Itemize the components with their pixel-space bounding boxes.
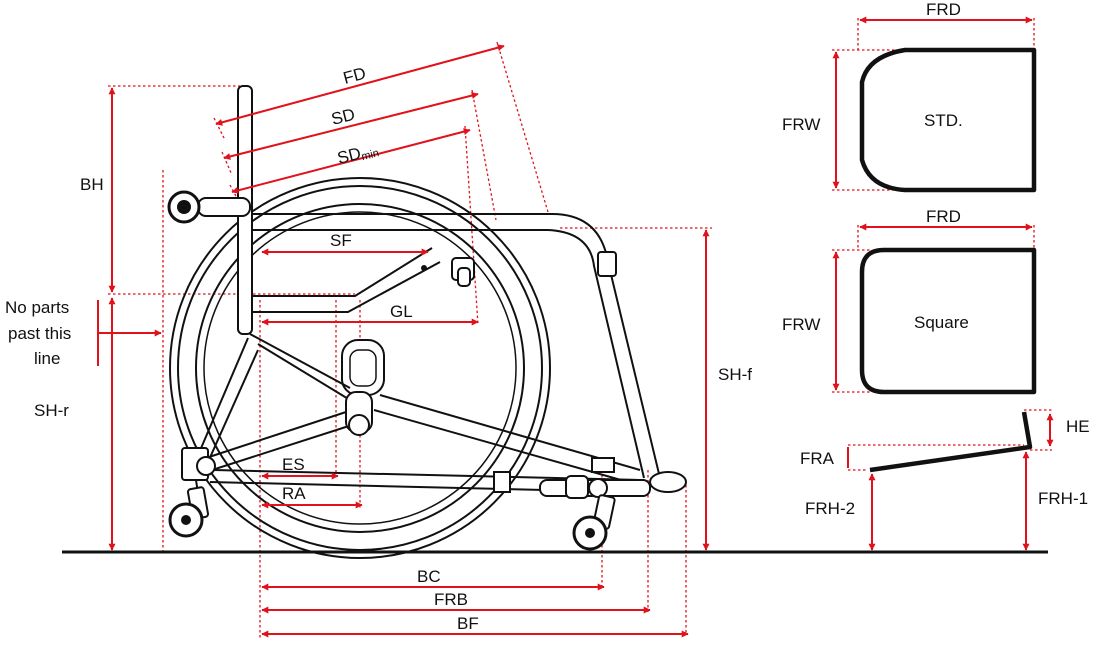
label-no-parts-3: line — [34, 349, 60, 368]
label-square: Square — [914, 313, 969, 332]
label-sh-f: SH-f — [718, 365, 752, 384]
footrest-roller — [649, 471, 687, 493]
label-frb: FRB — [434, 590, 468, 609]
label-bc: BC — [417, 567, 441, 586]
labels: FD SD SDmin BH SF GL ES RA BC FRB BF SH-… — [5, 0, 1090, 633]
cushion-std — [832, 16, 1037, 193]
label-sh-r: SH-r — [34, 401, 69, 420]
label-no-parts-2: past this — [8, 324, 71, 343]
cushion-square — [832, 223, 1037, 395]
label-frd-std: FRD — [926, 0, 961, 19]
label-bh: BH — [80, 175, 104, 194]
footrest-profile — [847, 411, 1054, 551]
dimension-arrows — [97, 44, 710, 638]
label-sf: SF — [330, 231, 352, 250]
label-frd-square: FRD — [926, 207, 961, 226]
label-frw-std: FRW — [782, 115, 820, 134]
push-rim — [195, 203, 525, 533]
label-no-parts-1: No parts — [5, 298, 69, 317]
label-gl: GL — [390, 302, 413, 321]
label-sdmin: SDmin — [335, 139, 380, 168]
label-he: HE — [1066, 417, 1090, 436]
label-frh-2: FRH-2 — [805, 499, 855, 518]
label-ra: RA — [282, 484, 306, 503]
label-std: STD. — [924, 111, 963, 130]
label-frh-1: FRH-1 — [1038, 489, 1088, 508]
label-es: ES — [282, 455, 305, 474]
label-fra: FRA — [800, 449, 835, 468]
label-frw-square: FRW — [782, 315, 820, 334]
label-bf: BF — [457, 614, 479, 633]
wheelchair-drawing — [167, 85, 687, 559]
